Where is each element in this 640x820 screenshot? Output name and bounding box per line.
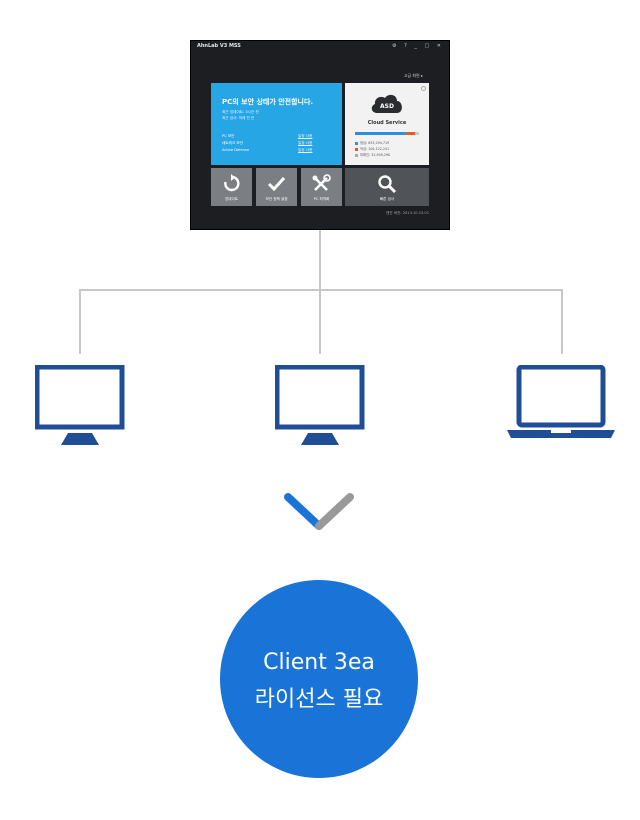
asd-badge: ASD bbox=[380, 103, 394, 110]
stat-malicious: 악성: 104,122,241 bbox=[355, 146, 389, 151]
v3-app-window: AhnLab V3 MSS ⚙ ? _ □ ✕ 고급 화면 ▸ PC의 보안 상… bbox=[190, 40, 450, 230]
status-row-pc: PC 보안 일정 사용 bbox=[222, 134, 332, 139]
quick-scan-tile[interactable]: 빠른 검사 bbox=[345, 168, 429, 206]
window-controls[interactable]: ⚙ ? _ □ ✕ bbox=[392, 43, 444, 49]
stat-unknown: 미확인: 32,949,290 bbox=[355, 152, 390, 157]
last-scan-text: 최근 검사: 어제 전 전 bbox=[222, 116, 255, 120]
tile-label: 보안 정책 설정 bbox=[265, 197, 288, 201]
monitor-icon bbox=[275, 365, 365, 445]
laptop-pc bbox=[507, 365, 615, 439]
connector-left bbox=[79, 289, 81, 354]
row-link[interactable]: 일정 사용 bbox=[298, 148, 313, 152]
tools-icon bbox=[312, 174, 331, 191]
stat-normal: 정상: 853,294,719 bbox=[355, 140, 389, 145]
connector-bus bbox=[79, 289, 563, 291]
asd-cloud-tile[interactable]: ASD Cloud Service 정상: 853,294,719 악성: 10… bbox=[345, 83, 429, 165]
laptop-icon bbox=[507, 365, 615, 438]
status-headline: PC의 보안 상태가 안전합니다. bbox=[222, 98, 314, 106]
connector-trunk bbox=[319, 230, 321, 354]
reputation-bar bbox=[355, 132, 419, 135]
advanced-view-link[interactable]: 고급 화면 ▸ bbox=[403, 73, 423, 78]
info-icon[interactable] bbox=[421, 86, 426, 91]
license-required-text: 라이선스 필요 bbox=[254, 687, 384, 712]
refresh-icon bbox=[224, 174, 240, 192]
search-icon bbox=[378, 175, 397, 194]
status-row-network: 네트워크 보안 일정 사용 bbox=[222, 141, 332, 146]
row-link[interactable]: 일정 사용 bbox=[298, 141, 313, 145]
status-row-active-defense: Active Defense 일정 사용 bbox=[222, 148, 332, 152]
chevron-down-icon bbox=[284, 493, 354, 530]
tile-label: PC 최적화 bbox=[313, 197, 330, 201]
desktop-pc-2 bbox=[275, 365, 365, 446]
license-result-circle: Client 3ea 라이선스 필요 bbox=[220, 580, 418, 778]
last-update-text: 최근 업데이트: 3시간 전 bbox=[222, 110, 259, 114]
row-label: 네트워크 보안 bbox=[222, 141, 243, 145]
monitor-icon bbox=[35, 365, 125, 445]
cloud-icon: ASD bbox=[371, 94, 402, 113]
checkmark-icon bbox=[267, 176, 286, 192]
row-label: PC 보안 bbox=[222, 134, 235, 138]
app-title: AhnLab V3 MSS bbox=[197, 43, 241, 49]
row-link[interactable]: 일정 사용 bbox=[298, 134, 313, 138]
engine-version: 엔진 버전: 2013.10.15.01 bbox=[385, 211, 429, 215]
cloud-service-label: Cloud Service bbox=[367, 120, 407, 126]
policy-tile[interactable]: 보안 정책 설정 bbox=[256, 168, 297, 206]
security-status-tile[interactable]: PC의 보안 상태가 안전합니다. 최근 업데이트: 3시간 전 최근 검사: … bbox=[211, 83, 342, 165]
tile-label: 빠른 검사 bbox=[379, 197, 395, 201]
desktop-pc-1 bbox=[35, 365, 125, 446]
client-count-text: Client 3ea bbox=[263, 650, 375, 675]
optimize-tile[interactable]: PC 최적화 bbox=[301, 168, 342, 206]
update-tile[interactable]: 업데이트 bbox=[211, 168, 252, 206]
title-bar: AhnLab V3 MSS ⚙ ? _ □ ✕ bbox=[191, 41, 449, 53]
row-label: Active Defense bbox=[222, 148, 250, 152]
tile-label: 업데이트 bbox=[224, 197, 239, 201]
connector-right bbox=[561, 289, 563, 354]
